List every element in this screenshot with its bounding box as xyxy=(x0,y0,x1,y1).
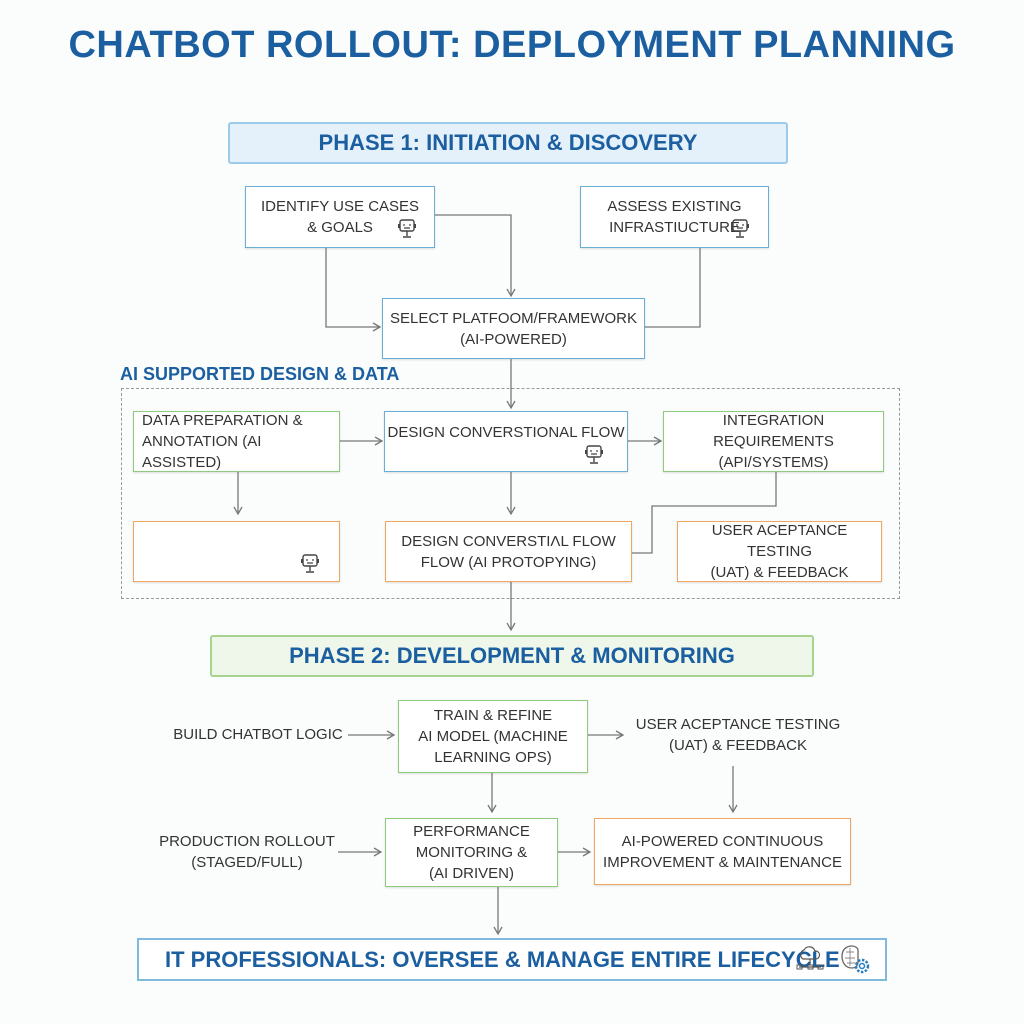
production-rollout-text: PRODUCTION ROLLOUT (STAGED/FULL) xyxy=(159,833,335,871)
uat-label: USER ACEPTANCE TESTING (UAT) & FEEDBACK xyxy=(710,522,849,581)
page-title: CHATBOT ROLLOUT: DEPLOYMENT PLANNING xyxy=(68,24,956,66)
train-model-label: TRAIN & REFINE AI MODEL (MACHINE LEARNIN… xyxy=(418,707,568,766)
robot-monitor-icon xyxy=(301,554,319,573)
it-professionals-banner: IT PROFESSIONALS: OVERSEE & MANAGE ENTIR… xyxy=(137,938,887,981)
brain-gear-icon xyxy=(841,945,870,974)
integration-requirements-label: INTEGRATION REQUIREMENTS (API/SYSTEMS) xyxy=(713,412,834,471)
design-flow-label: DESIGN CONVERSTIONAL FLOW xyxy=(387,424,625,441)
empty-task-box xyxy=(133,521,340,582)
design-section-label: AI SUPPORTED DESIGN & DATA xyxy=(120,364,400,384)
phase-1-header: PHASE 1: INITIATION & DISCOVERY xyxy=(228,122,788,164)
design-flow-box: DESIGN CONVERSTIONAL FLOW xyxy=(384,411,628,472)
performance-monitoring-label: PERFORMANCE MONITORING & (AI DRIVEN) xyxy=(413,823,530,882)
select-platform-box: SELECT PLATFOOM/FRAMEWORK (AI-POWERED) xyxy=(382,298,645,359)
it-professionals-label: IT PROFESSIONALS: OVERSEE & MANAGE ENTIR… xyxy=(165,946,840,972)
phase-2-header: PHASE 2: DEVELOPMENT & MONITORING xyxy=(210,635,814,677)
robot-monitor-icon xyxy=(585,445,603,464)
robot-monitor-icon xyxy=(731,219,749,238)
cloud-network-icon xyxy=(796,946,824,970)
line-integration-to-prototyping xyxy=(632,472,777,554)
integration-requirements-box: INTEGRATION REQUIREMENTS (API/SYSTEMS) xyxy=(663,411,884,472)
identify-use-cases-label: IDENTIFY USE CASES & GOALS xyxy=(260,198,420,236)
prototyping-label: DESIGN CONVERSTIΛL FLOW FLOW (AI PROTOPY… xyxy=(401,532,616,571)
robot-monitor-icon xyxy=(398,219,416,238)
uat-feedback-text: USER ACEPTANCE TESTING (UAT) & FEEDBACK xyxy=(635,716,841,754)
data-preparation-label: DATA PREPARATION & ANNOTATION (AI ASSIST… xyxy=(142,412,303,471)
arrow-identify-down-to-select xyxy=(325,248,382,332)
performance-monitoring-box: PERFORMANCE MONITORING & (AI DRIVEN) xyxy=(385,818,558,887)
data-preparation-box: DATA PREPARATION & ANNOTATION (AI ASSIST… xyxy=(133,411,340,472)
select-platform-label: SELECT PLATFOOM/FRAMEWORK (AI-POWERED) xyxy=(390,309,637,348)
prototyping-box: DESIGN CONVERSTIΛL FLOW FLOW (AI PROTOPY… xyxy=(385,521,632,582)
continuous-improvement-box: AI-POWERED CONTINUOUS IMPROVEMENT & MAIN… xyxy=(594,818,851,885)
line-assess-to-select xyxy=(645,248,701,328)
build-chatbot-logic-text: BUILD CHATBOT LOGIC xyxy=(173,726,343,743)
uat-box: USER ACEPTANCE TESTING (UAT) & FEEDBACK xyxy=(677,521,882,582)
arrow-identify-to-select xyxy=(435,214,516,298)
assess-infrastructure-label: ASSESS EXISTING INFRASTIUCTURE xyxy=(607,198,742,236)
continuous-improvement-label: AI-POWERED CONTINUOUS IMPROVEMENT & MAIN… xyxy=(603,832,842,871)
train-model-box: TRAIN & REFINE AI MODEL (MACHINE LEARNIN… xyxy=(398,700,588,773)
